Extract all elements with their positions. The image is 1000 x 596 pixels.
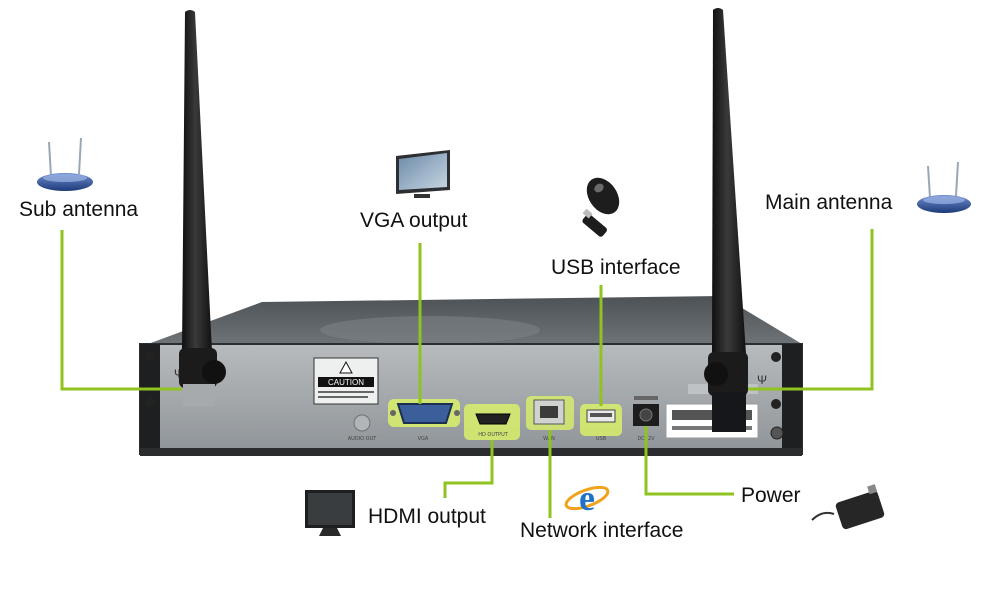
caution-text: CAUTION bbox=[328, 378, 364, 387]
main-antenna-label: Main antenna bbox=[765, 191, 893, 214]
antenna-mount-right bbox=[704, 362, 728, 386]
leader-power bbox=[644, 426, 734, 496]
network-interface-label: Network interface bbox=[520, 519, 684, 542]
power-label: Power bbox=[741, 484, 801, 507]
vga-output-label: VGA output bbox=[360, 209, 468, 232]
power-adapter-icon bbox=[811, 484, 885, 530]
monitor-icon bbox=[305, 490, 355, 536]
sub-antenna bbox=[179, 10, 226, 406]
main-antenna-connector bbox=[712, 392, 746, 432]
leader-sub-antenna bbox=[60, 230, 182, 391]
dc-power-port bbox=[639, 408, 653, 422]
warning-triangle-icon bbox=[339, 360, 353, 374]
caution-fineprint bbox=[318, 396, 368, 398]
leader-hdmi bbox=[443, 440, 494, 498]
vga-label: VGA bbox=[418, 436, 429, 442]
antenna-symbol-right: Ψ bbox=[757, 373, 767, 387]
hdmi-label: HD OUTPUT bbox=[478, 432, 509, 438]
hdmi-output-label: HDMI output bbox=[368, 505, 486, 528]
dc-polarity-mark bbox=[634, 396, 658, 400]
audio-out-port bbox=[353, 414, 371, 432]
caution-band bbox=[318, 377, 374, 387]
usb-label: USB bbox=[596, 436, 607, 442]
main-antenna-mast bbox=[712, 8, 746, 354]
leader-main-antenna bbox=[748, 229, 874, 391]
antenna-mount-left bbox=[202, 360, 226, 384]
audio-out-label: AUDIO OUT bbox=[348, 436, 378, 442]
ground-screw bbox=[770, 426, 784, 440]
screw bbox=[771, 352, 781, 362]
screw bbox=[145, 397, 155, 407]
svg-text:e: e bbox=[579, 478, 595, 518]
router-icon bbox=[37, 137, 93, 191]
sub-antenna-connector bbox=[183, 384, 215, 406]
chassis-black-frame-right bbox=[782, 344, 802, 454]
vga-port bbox=[396, 403, 454, 424]
chassis-bottom-edge bbox=[140, 448, 802, 456]
hdmi-port bbox=[475, 413, 511, 425]
caution-fineprint bbox=[318, 391, 374, 393]
router-icon bbox=[917, 161, 971, 213]
monitor-icon bbox=[396, 150, 450, 198]
screw bbox=[145, 351, 155, 361]
usb-stick-icon bbox=[582, 208, 607, 237]
sub-antenna-label: Sub antenna bbox=[19, 198, 139, 221]
screw bbox=[771, 399, 781, 409]
leader-lines bbox=[60, 229, 874, 518]
main-antenna bbox=[704, 8, 748, 432]
mouse-icon bbox=[586, 177, 620, 215]
internet-explorer-icon: e bbox=[564, 478, 610, 518]
caution-label: CAUTION bbox=[313, 357, 379, 405]
usb-interface-label: USB interface bbox=[551, 256, 681, 279]
sub-antenna-mast bbox=[182, 10, 212, 352]
chassis-top-sheen bbox=[320, 316, 540, 344]
